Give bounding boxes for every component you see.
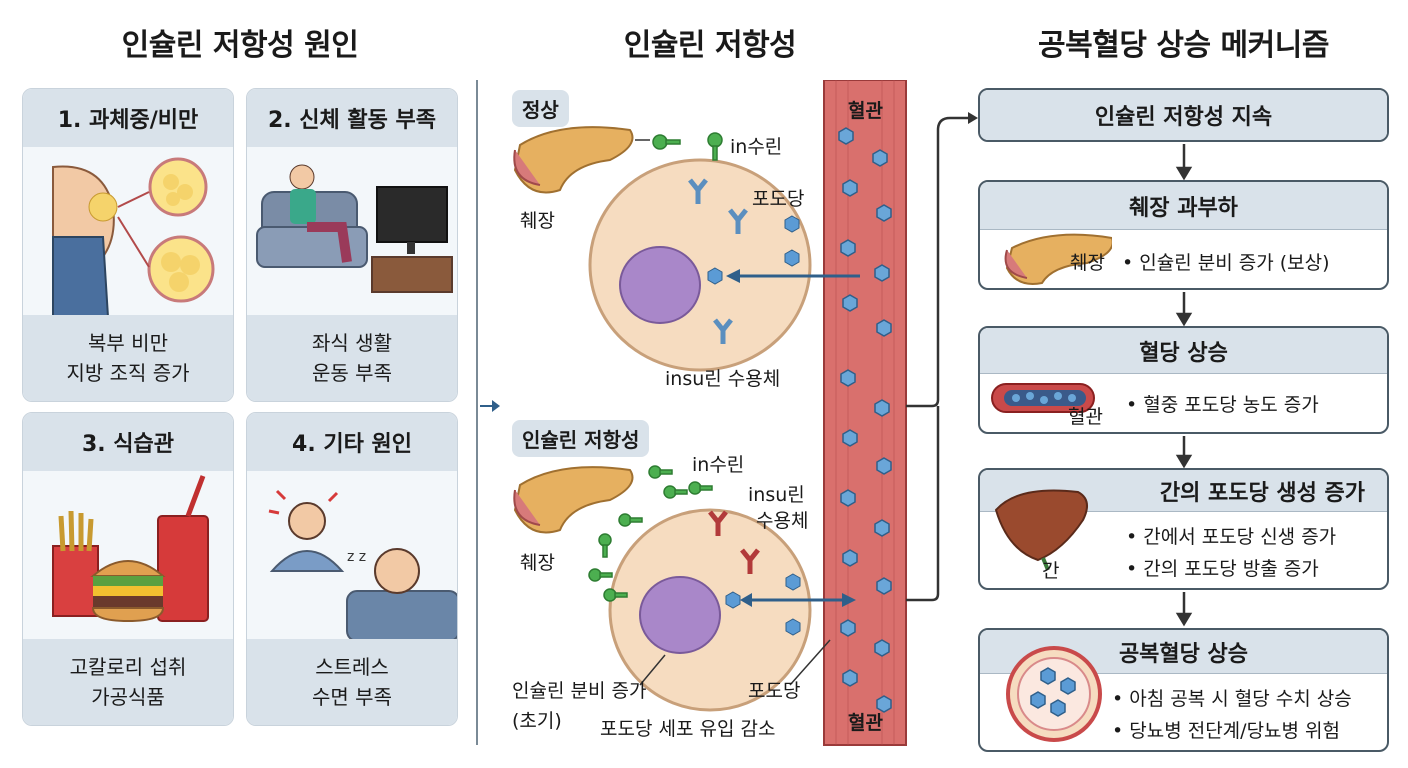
mechanism-diagram <box>513 80 907 746</box>
step-insulin-resistance: 인슐린 저항성 지속 <box>978 88 1389 142</box>
cause-panel-obesity: 1. 과체중/비만 복부 비만 지방 조직 증가 <box>22 88 234 402</box>
cause-title: 1. 과체중/비만 <box>23 89 233 147</box>
liver-icon <box>994 489 1088 570</box>
secretion-label-1: 인슐린 분비 증가 <box>512 680 647 702</box>
step-title: 혈당 상승 <box>980 328 1387 374</box>
cause-line: 가공식품 <box>91 685 165 709</box>
cause-title: 4. 기타 원인 <box>247 413 457 471</box>
step-liver-glucose: 간의 포도당 생성 증가 간 • 간에서 포도당 신생 증가 • 간의 포도당 … <box>978 468 1389 590</box>
receptor-label-normal: insu린 수용체 <box>665 368 781 390</box>
blood-vessel-icon <box>991 383 1095 413</box>
organ-label: 간 <box>1042 560 1060 582</box>
insulin-label-resistance: in수린 <box>692 454 745 476</box>
glucose-cell-icon <box>1006 646 1102 742</box>
column-divider <box>476 80 478 745</box>
cause-line: 좌식 생활 <box>312 331 392 355</box>
receptor-label-resistance-1: insu린 <box>748 484 805 506</box>
cause-description: 좌식 생활 운동 부족 <box>247 315 457 401</box>
cause-panel-inactivity: 2. 신체 활동 부족 좌식 생활 운동 부족 <box>246 88 458 402</box>
cause-title: 2. 신체 활동 부족 <box>247 89 457 147</box>
glucose-label-normal: 포도당 <box>752 188 805 210</box>
cause-description: 복부 비만 지방 조직 증가 <box>23 315 233 401</box>
step-bullet: • 인슐린 분비 증가 (보상) <box>1122 252 1330 274</box>
pancreas-icon <box>1004 233 1112 285</box>
right-column-title: 공복혈당 상승 메커니즘 <box>1038 28 1329 63</box>
cause-line: 고칼로리 섭취 <box>69 655 187 679</box>
arrow-right-icon <box>480 400 500 412</box>
step-arrows <box>1175 144 1193 627</box>
step-bullet: • 당뇨병 전단계/당뇨병 위험 <box>1112 720 1341 742</box>
left-column-title: 인슐린 저항성 원인 <box>121 28 359 63</box>
resistance-label: 인슐린 저항성 <box>512 420 650 457</box>
vessel-label-bottom: 혈관 <box>848 712 883 734</box>
vessel-label-top: 혈관 <box>848 100 883 122</box>
cause-title: 3. 식습관 <box>23 413 233 471</box>
step-title: 췌장 과부하 <box>980 182 1387 230</box>
organ-label: 췌장 <box>1070 252 1105 274</box>
middle-column-title: 인슐린 저항성 <box>623 28 797 63</box>
organ-label: 혈관 <box>1068 406 1103 428</box>
sofa-tv-illustration <box>247 147 457 317</box>
step-blood-sugar-rise: 혈당 상승 혈관 • 혈중 포도당 농도 증가 <box>978 326 1389 434</box>
cause-line: 복부 비만 <box>88 331 168 355</box>
cause-panel-other: 4. 기타 원인 z z 스트레스 수면 부족 <box>246 412 458 726</box>
step-bullet: • 간의 포도당 방출 증가 <box>1126 558 1319 580</box>
flow-connector <box>906 112 978 602</box>
cause-panel-diet: 3. 식습관 고칼로리 섭취 가공식품 <box>22 412 234 726</box>
receptor-label-resistance-2: 수용체 <box>756 510 809 532</box>
cause-description: 고칼로리 섭취 가공식품 <box>23 639 233 725</box>
step-pancreas-overload: 췌장 과부하 췌장 • 인슐린 분비 증가 (보상) <box>978 180 1389 290</box>
pancreas-label-resistance: 췌장 <box>520 552 555 574</box>
insulin-label-normal: in수린 <box>730 136 783 158</box>
step-fasting-glucose: 공복혈당 상승 • 아침 공복 시 혈당 수치 상승 • 당뇨병 전단계/당뇨병… <box>978 628 1389 752</box>
obesity-illustration <box>23 147 233 318</box>
cause-line: 운동 부족 <box>312 361 392 385</box>
fast-food-illustration <box>23 471 233 641</box>
normal-label: 정상 <box>512 90 569 127</box>
svg-text:z z: z z <box>347 549 366 565</box>
stress-sleep-illustration: z z <box>247 471 457 642</box>
cause-description: 스트레스 수면 부족 <box>247 639 457 725</box>
pancreas-label-normal: 췌장 <box>520 210 555 232</box>
step-title: 인슐린 저항성 지속 <box>980 90 1387 140</box>
step-bullet: • 혈중 포도당 농도 증가 <box>1126 394 1319 416</box>
cause-line: 수면 부족 <box>312 685 392 709</box>
step-bullet: • 아침 공복 시 혈당 수치 상승 <box>1112 688 1352 710</box>
cause-line: 지방 조직 증가 <box>66 361 190 385</box>
step-bullet: • 간에서 포도당 신생 증가 <box>1126 526 1337 548</box>
uptake-label: 포도당 세포 유입 감소 <box>600 718 776 740</box>
glucose-label-resistance: 포도당 <box>748 680 801 702</box>
secretion-label-2: (초기) <box>512 710 562 732</box>
cause-line: 스트레스 <box>315 655 389 679</box>
